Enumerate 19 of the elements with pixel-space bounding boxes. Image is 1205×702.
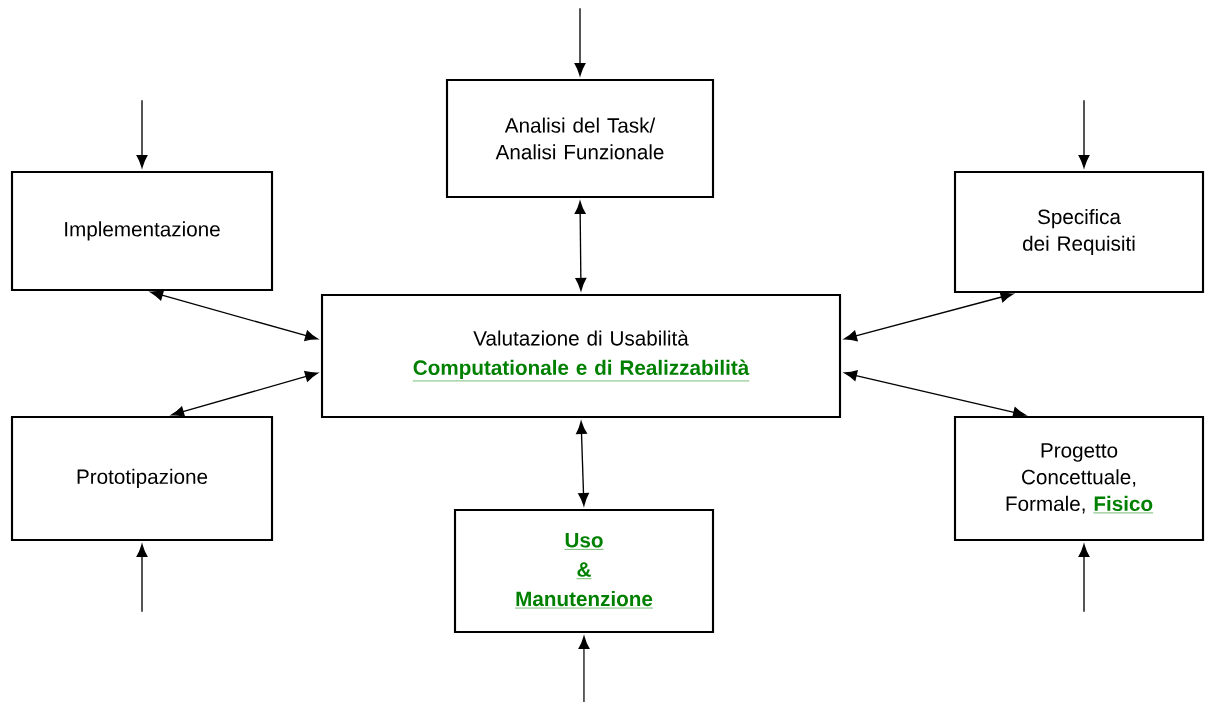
- arrow: [844, 291, 1014, 342]
- arrow: [1078, 99, 1090, 168]
- arrow: [576, 421, 589, 506]
- process-box: Implementazione: [10, 170, 274, 292]
- arrow: [150, 289, 318, 341]
- central-box: Valutazione di Usabilità Computationale e di Realizzabilità: [320, 293, 842, 419]
- process-box: Analisi del Task/ Analisi Funzionale: [445, 78, 715, 199]
- arrow: [136, 544, 148, 613]
- process-box: Prototipazione: [10, 415, 274, 542]
- arrow: [574, 201, 587, 291]
- arrow: [136, 99, 148, 168]
- arrow: [1078, 544, 1090, 613]
- arrow: [574, 7, 586, 76]
- process-box: Specifica dei Requisiti: [953, 170, 1205, 294]
- arrow: [844, 370, 1026, 418]
- process-box: Uso & Manutenzione: [453, 508, 715, 634]
- process-box: Progetto Concettuale, Formale, Fisico: [953, 415, 1205, 542]
- arrow: [171, 371, 318, 417]
- arrow: [578, 636, 590, 702]
